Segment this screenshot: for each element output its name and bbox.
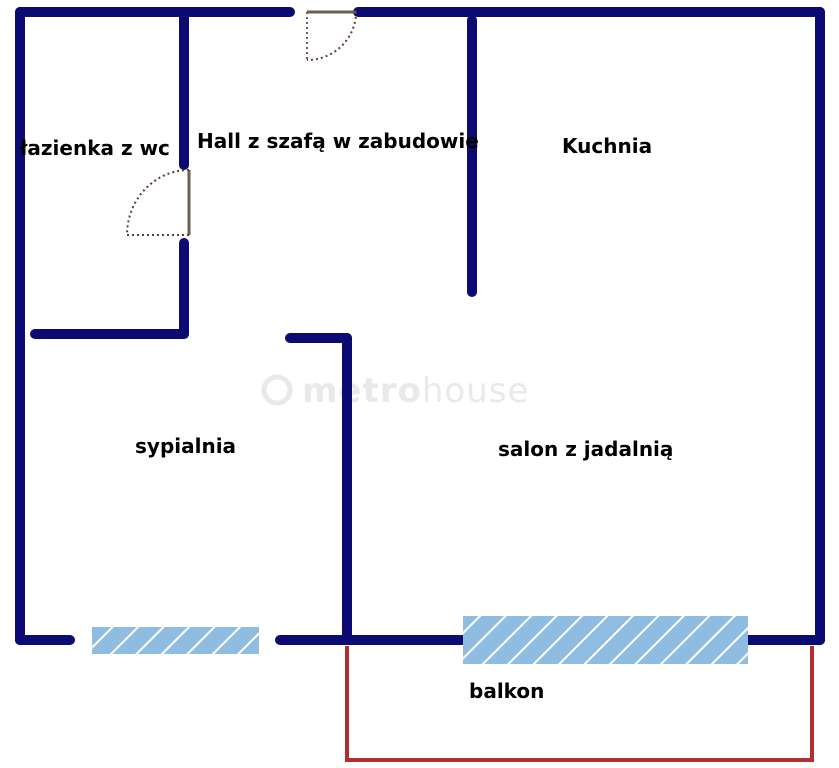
watermark-brand-bold: metro — [302, 371, 422, 411]
room-label-living-room: salon z jadalnią — [498, 437, 673, 461]
walls — [15, 7, 825, 645]
balcony-outline — [345, 646, 814, 762]
window-hatch-icon — [463, 616, 748, 664]
door-swing-icon — [306, 10, 357, 61]
room-label-balcony: balkon — [469, 679, 544, 703]
room-label-bedroom: sypialnia — [135, 434, 236, 458]
door-swing-icon — [126, 169, 191, 236]
room-label-kitchen: Kuchnia — [562, 134, 652, 158]
watermark: metrohouse — [261, 371, 529, 411]
metrohouse-logo-icon — [261, 374, 293, 406]
window-hatch-icon — [92, 627, 259, 654]
svg-text:metrohouse: metrohouse — [302, 371, 529, 411]
watermark-brand-light: house — [422, 371, 530, 411]
room-label-bathroom: łazienka z wc — [19, 136, 170, 160]
room-label-hall: Hall z szafą w zabudowie — [197, 129, 479, 153]
